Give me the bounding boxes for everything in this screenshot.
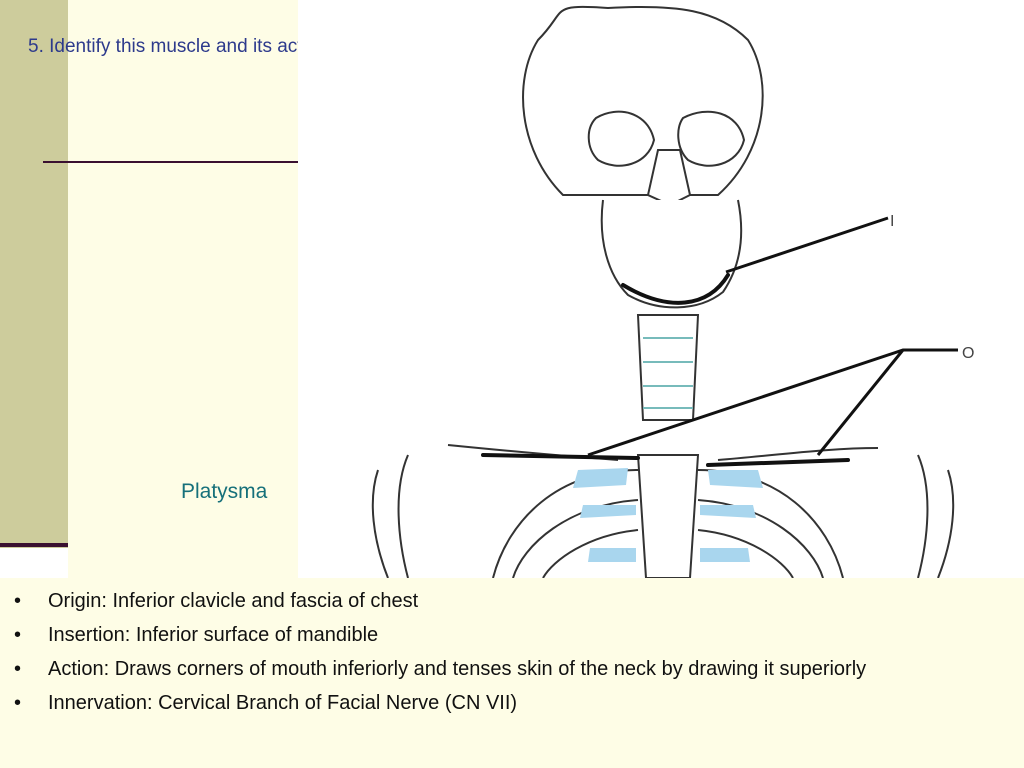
right-shoulder (917, 454, 955, 578)
leader-line-origin-right (816, 349, 905, 456)
mandible (600, 199, 743, 309)
bullet-marker: • (14, 624, 22, 646)
bullet-text: Insertion: Inferior surface of mandible (48, 624, 379, 646)
sternum (636, 454, 700, 578)
skeleton-svg: I O (371, 5, 974, 578)
bullet-text: Innervation: Cervical Branch of Facial N… (48, 692, 518, 714)
right-clavicle (717, 447, 879, 461)
left-accent-rule (0, 543, 68, 547)
bullet-innervation: • Innervation: Cervical Branch of Facial … (14, 691, 894, 715)
bullet-text: Origin: Inferior clavicle and fascia of … (48, 590, 419, 612)
bullet-marker: • (14, 658, 22, 680)
platysma-left (481, 453, 640, 460)
bullet-list: • Origin: Inferior clavicle and fascia of… (14, 589, 894, 725)
bullet-insertion: • Insertion: Inferior surface of mandible (14, 623, 894, 647)
answer-text: Platysma (181, 480, 268, 503)
bullet-origin: • Origin: Inferior clavicle and fascia of… (14, 589, 894, 613)
left-eye-socket (587, 110, 656, 167)
mandible-attachment (621, 273, 730, 305)
cranium-outline (522, 5, 764, 196)
bullet-marker: • (14, 692, 22, 714)
right-eye-socket (677, 110, 746, 167)
cervical-vertebrae (636, 314, 700, 421)
leader-line-insertion (725, 216, 889, 274)
title-underline (43, 161, 299, 163)
title-panel (68, 0, 300, 578)
bullet-action: • Action: Draws corners of mouth inferior… (14, 657, 894, 681)
left-shoulder (371, 454, 409, 578)
notes-panel: • Origin: Inferior clavicle and fascia of… (0, 578, 1024, 768)
slide-title: 5. Identify this muscle and its action ! (28, 36, 339, 57)
label-origin: O (962, 345, 974, 362)
left-accent-bar (0, 0, 68, 548)
label-insertion: I (890, 213, 894, 230)
bullet-text: Action: Draws corners of mouth inferiorl… (48, 658, 867, 680)
bullet-marker: • (14, 590, 22, 612)
platysma-right (706, 458, 850, 467)
skeleton-illustration: I O (298, 0, 1024, 578)
